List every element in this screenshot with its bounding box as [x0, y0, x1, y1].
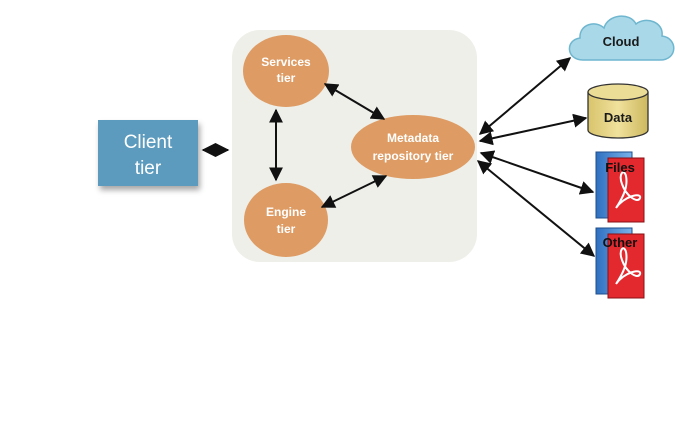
metadata-cloud-arrow	[478, 57, 572, 135]
services-tier-node[interactable]: Services tier	[243, 35, 329, 107]
other-label: Other	[603, 235, 638, 250]
services-tier-label-line1: Services	[261, 55, 311, 69]
engine-metadata-arrow	[320, 175, 388, 208]
metadata-repository-tier-node[interactable]: Metadata repository tier	[351, 115, 475, 179]
engine-tier-node[interactable]: Engine tier	[244, 183, 328, 257]
files-label: Files	[605, 160, 635, 175]
metadata-files-arrow	[479, 150, 595, 195]
client-tier-label-line2: tier	[135, 158, 162, 179]
engine-tier-label-line1: Engine	[266, 205, 306, 219]
client-tier-label-line1: Client	[124, 132, 173, 153]
cloud-icon: Cloud	[568, 15, 675, 61]
engine-tier-label-line2: tier	[277, 222, 296, 236]
files-document-icon: Files	[595, 151, 645, 223]
metadata-other-arrow	[476, 160, 596, 257]
cloud-label: Cloud	[603, 34, 640, 49]
other-document-icon: Other	[595, 227, 645, 299]
metadata-tier-label-line2: repository tier	[373, 149, 454, 163]
client-tier-box[interactable]: Client tier	[98, 120, 198, 186]
metadata-tier-label-line1: Metadata	[387, 131, 439, 145]
services-metadata-arrow	[323, 83, 386, 120]
metadata-data-arrow	[478, 113, 588, 146]
data-store-label: Data	[604, 110, 633, 125]
data-store-icon: Data	[587, 83, 649, 139]
services-tier-label-line2: tier	[277, 71, 296, 85]
